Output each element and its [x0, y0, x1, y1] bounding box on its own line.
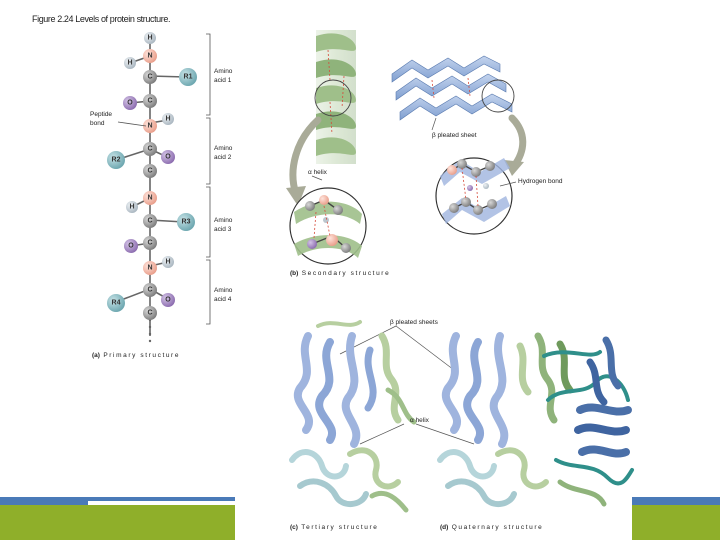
peptide-bond-label: Peptide bond: [90, 111, 113, 127]
svg-text:H: H: [165, 116, 170, 123]
amino-acid-brackets: [117, 33, 211, 325]
hydrogen-atom: H: [144, 32, 156, 44]
carbon-atom: C: [143, 236, 157, 250]
svg-text:C: C: [147, 98, 152, 105]
secondary-structure-caption: (b) Secondary structure: [290, 270, 390, 277]
svg-text:C: C: [147, 218, 152, 225]
carbon-atom: C: [143, 94, 157, 108]
amino-acid-1-label: Amino acid 1: [214, 68, 233, 84]
nitrogen-atom: N: [143, 49, 157, 63]
svg-text:O: O: [128, 243, 134, 250]
svg-text:R2: R2: [112, 157, 121, 164]
caption-letter-a: (a): [92, 352, 100, 359]
alpha-helix-label: α helix: [308, 169, 327, 176]
r-group-atom: R3: [177, 213, 195, 231]
hydrogen-atom: H: [162, 256, 174, 268]
nitrogen-atom: N: [143, 119, 157, 133]
beta-sheet-ribbons: [391, 55, 515, 121]
alpha-helix-zoom-circle: [289, 187, 367, 265]
svg-text:C: C: [147, 240, 152, 247]
carbon-atom: C: [143, 164, 157, 178]
svg-text:N: N: [147, 195, 152, 202]
carbon-atom: C: [143, 214, 157, 228]
tertiary-structure-caption: (c) Tertiary structure: [290, 524, 378, 531]
quaternary-structure-caption: (d) Quaternary structure: [440, 524, 543, 531]
svg-text:C: C: [147, 146, 152, 153]
caption-letter-d: (d): [440, 524, 449, 531]
beta-pleated-sheet-label: β pleated sheet: [432, 132, 477, 139]
svg-text:O: O: [165, 154, 171, 161]
svg-text:H: H: [127, 60, 132, 67]
oxygen-atom: O: [124, 239, 138, 253]
r-group-atom: R2: [107, 151, 125, 169]
svg-text:R3: R3: [182, 219, 191, 226]
svg-text:C: C: [147, 168, 152, 175]
svg-text:N: N: [147, 53, 152, 60]
svg-text:R1: R1: [184, 74, 193, 81]
beta-sheet-zoom-circle: [435, 157, 513, 235]
amino-acid-4-label: Amino acid 4: [214, 287, 233, 303]
svg-text:C: C: [147, 74, 152, 81]
carbon-atom: C: [143, 70, 157, 84]
oxygen-atom: O: [161, 293, 175, 307]
hydrogen-atom: H: [162, 113, 174, 125]
nitrogen-atom: N: [143, 261, 157, 275]
svg-text:N: N: [147, 265, 152, 272]
svg-text:C: C: [147, 310, 152, 317]
hydrogen-atom: H: [124, 57, 136, 69]
oxygen-atom: O: [161, 150, 175, 164]
amino-acid-3-label: Amino acid 3: [214, 217, 233, 233]
quaternary-structure-caption-text: Quaternary structure: [451, 524, 544, 531]
figure-title: Figure 2.24 Levels of protein structure.: [32, 14, 171, 24]
secondary-structure-caption-text: Secondary structure: [301, 270, 391, 277]
tertiary-structure-caption-text: Tertiary structure: [301, 524, 379, 531]
zoom-arrows: [286, 114, 527, 206]
r-group-atom: R1: [179, 68, 197, 86]
svg-text:R4: R4: [112, 300, 121, 307]
oxygen-atom: O: [123, 96, 137, 110]
svg-text:C: C: [147, 287, 152, 294]
svg-text:H: H: [165, 259, 170, 266]
tertiary-structure-ribbon: [289, 320, 417, 513]
tertiary-alpha-helix-label: α helix: [410, 417, 429, 424]
beta-pleated-sheets-label: β pleated sheets: [390, 319, 438, 326]
svg-text:H: H: [147, 35, 152, 42]
amino-acid-2-label: Amino acid 2: [214, 145, 233, 161]
carbon-atom: C: [143, 306, 157, 320]
nitrogen-atom: N: [143, 191, 157, 205]
svg-text:H: H: [129, 204, 134, 211]
carbon-atom: C: [143, 283, 157, 297]
quaternary-structure-ribbon: [437, 332, 634, 507]
svg-text:N: N: [147, 123, 152, 130]
hydrogen-atom: H: [126, 201, 138, 213]
primary-structure-atoms: H H N C R1 O C N H C R2 O C N H C R3 O C…: [107, 32, 197, 320]
carbon-atom: C: [143, 142, 157, 156]
r-group-atom: R4: [107, 294, 125, 312]
caption-letter-c: (c): [290, 524, 298, 531]
alpha-helix-ribbon: [314, 30, 356, 164]
hydrogen-bond-label: Hydrogen bond: [518, 178, 563, 185]
primary-structure-caption: (a) Primary structure: [92, 352, 180, 359]
caption-letter-b: (b): [290, 270, 299, 277]
svg-text:O: O: [127, 100, 133, 107]
primary-structure-caption-text: Primary structure: [103, 352, 181, 359]
svg-text:O: O: [165, 297, 171, 304]
footer-bars: [0, 497, 720, 540]
